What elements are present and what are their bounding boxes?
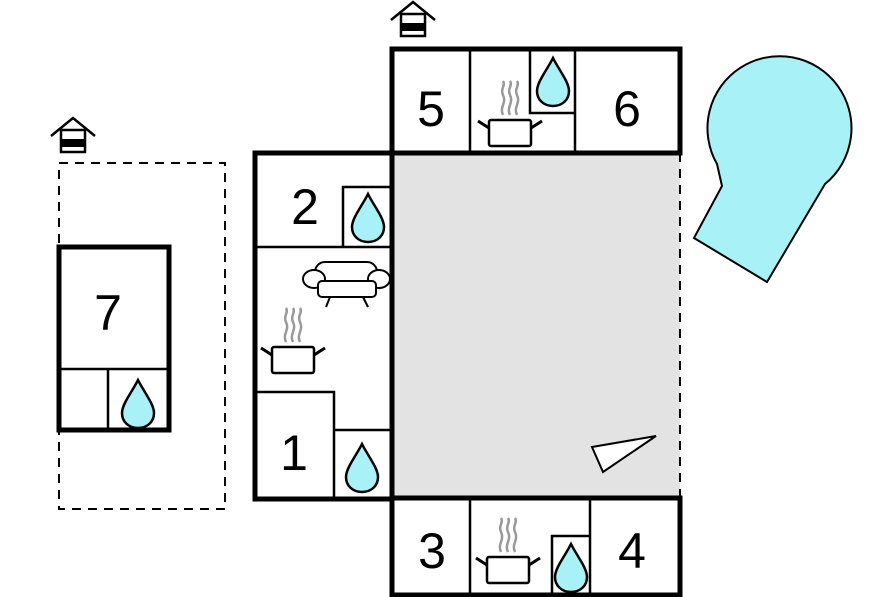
room-2-number: 2 bbox=[291, 179, 319, 235]
compass-arrow-icon bbox=[590, 435, 657, 474]
room-1-number: 1 bbox=[280, 425, 308, 481]
room-4-number: 4 bbox=[618, 523, 646, 579]
cooking-pot-icon bbox=[259, 306, 327, 375]
pool bbox=[692, 55, 853, 284]
room-6-number: 6 bbox=[613, 81, 641, 137]
bottom-block bbox=[389, 495, 683, 597]
house-entrance-icon bbox=[49, 116, 97, 154]
water-drop-icon bbox=[553, 542, 589, 594]
top-block bbox=[389, 46, 683, 156]
annex-block bbox=[56, 244, 172, 433]
left-block bbox=[252, 150, 395, 502]
cooking-pot-icon bbox=[474, 516, 542, 585]
water-drop-icon bbox=[535, 56, 571, 108]
house-entrance-icon bbox=[389, 0, 437, 38]
room-3-number: 3 bbox=[418, 523, 446, 579]
annex-terrace bbox=[58, 162, 226, 510]
room-5-number: 5 bbox=[417, 81, 445, 137]
sofa-icon bbox=[302, 261, 391, 308]
room-7-number: 7 bbox=[94, 285, 122, 341]
water-drop-icon bbox=[350, 192, 386, 244]
water-drop-icon bbox=[120, 378, 156, 430]
water-drop-icon bbox=[344, 442, 380, 494]
